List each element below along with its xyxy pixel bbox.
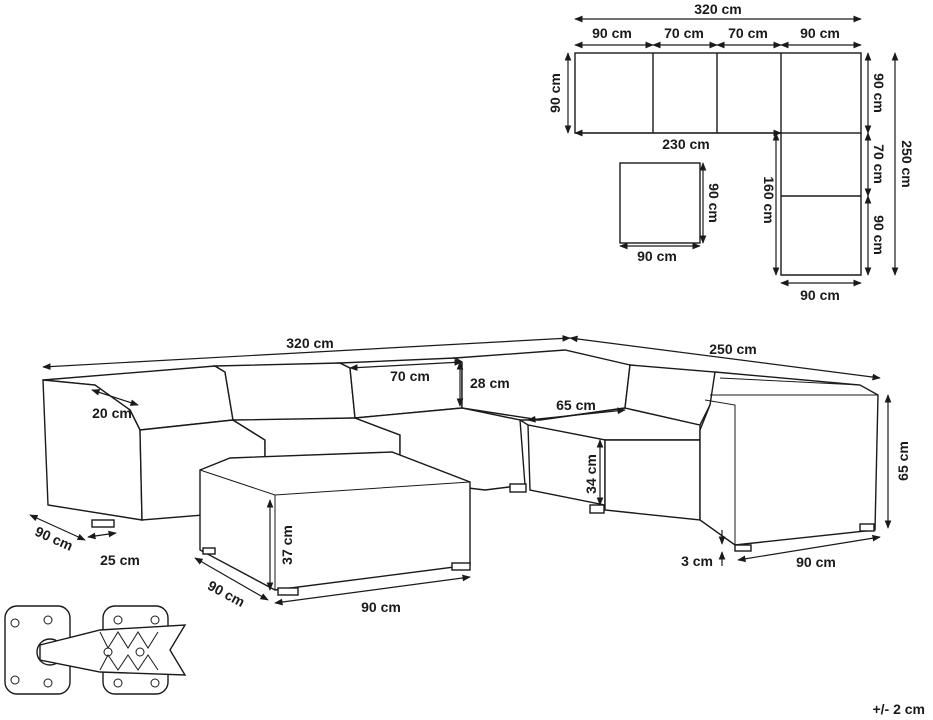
plan-seg4-label: 90 cm	[800, 25, 840, 41]
sofa-drawing: 320 cm 250 cm 70 cm 28 cm 20 cm 65 cm 65…	[29, 335, 911, 615]
plan-inner-length-label: 230 cm	[662, 136, 709, 152]
plan-right-seg3-label: 90 cm	[871, 215, 887, 255]
plan-total-width-label: 320 cm	[694, 1, 741, 17]
tolerance-label: +/- 2 cm	[872, 701, 925, 717]
sofa-seat-depth-label: 65 cm	[556, 397, 596, 413]
ottoman-depth-label: 90 cm	[205, 577, 248, 610]
sofa-module-depth-label: 90 cm	[796, 554, 836, 570]
plan-right-seg1-label: 90 cm	[871, 73, 887, 113]
plan-right-arm	[780, 133, 862, 276]
ottoman-height-label: 37 cm	[279, 525, 295, 565]
sofa-total-depth-label: 250 cm	[709, 341, 756, 357]
plan-ottoman	[619, 162, 701, 244]
sofa-middle-width-label: 70 cm	[390, 368, 430, 384]
connector-clip-drawing	[4, 605, 187, 695]
sofa-height-label: 65 cm	[895, 441, 911, 481]
sofa-side-depth-label: 90 cm	[33, 523, 76, 554]
plan-seg1-label: 90 cm	[592, 25, 632, 41]
sofa-foot-width-label: 25 cm	[100, 552, 140, 568]
plan-top-row	[574, 52, 862, 134]
plan-ottoman-width-label: 90 cm	[637, 248, 677, 264]
right-arm	[699, 371, 879, 546]
sofa-total-width-label: 320 cm	[286, 335, 333, 351]
sofa-foot-height-label: 3 cm	[681, 553, 713, 569]
plan-left-depth-label: 90 cm	[547, 73, 563, 113]
plan-ottoman-depth-label: 90 cm	[706, 183, 722, 223]
ottoman-width-label: 90 cm	[361, 599, 401, 615]
plan-right-seg2-label: 70 cm	[871, 144, 887, 184]
sofa-arm-width-label: 20 cm	[92, 405, 132, 421]
plan-bottom-width-label: 90 cm	[800, 287, 840, 303]
plan-inner-depth-label: 160 cm	[761, 176, 777, 223]
sofa-seat-height-label: 34 cm	[583, 454, 599, 494]
sofa-back-height-label: 28 cm	[470, 375, 510, 391]
ottoman	[199, 451, 471, 591]
plan-seg3-label: 70 cm	[728, 25, 768, 41]
plan-total-depth-label: 250 cm	[899, 140, 915, 187]
plan-view: 320 cm 90 cm 70 cm 70 cm 90 cm 90 cm 230…	[547, 1, 915, 303]
plan-seg2-label: 70 cm	[664, 25, 704, 41]
